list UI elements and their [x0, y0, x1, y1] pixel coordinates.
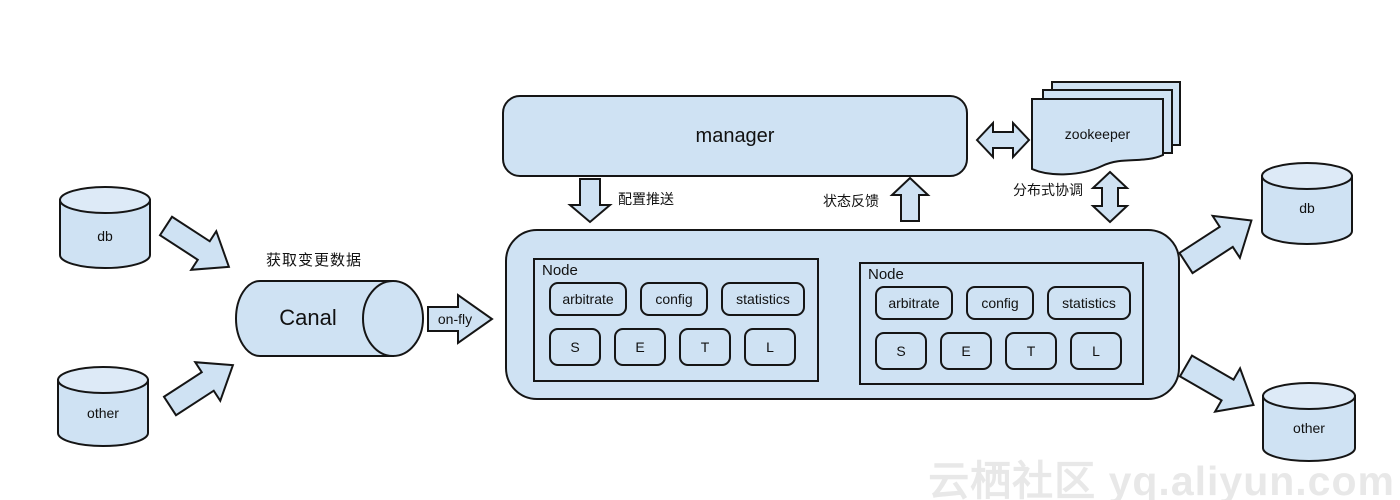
arrow-onfly — [427, 293, 494, 345]
node-1-modules-row: arbitrate config statistics — [549, 282, 805, 316]
node-box-1: Node arbitrate config statistics S E T L — [533, 258, 819, 382]
node-2-modules-row: arbitrate config statistics — [875, 286, 1131, 320]
arrow-manager-zookeeper-double — [975, 120, 1031, 160]
node-2-module-statistics: statistics — [1047, 286, 1131, 320]
node-2-module-config: config — [966, 286, 1034, 320]
capture-change-data-label: 获取变更数据 — [266, 252, 363, 269]
onfly-label: on-fly — [437, 311, 473, 327]
canal-label: Canal — [279, 305, 337, 330]
arrow-db-to-canal — [158, 215, 231, 271]
node-1-module-config: config — [640, 282, 708, 316]
config-push-label: 配置推送 — [618, 191, 674, 207]
zookeeper-label: zookeeper — [1064, 126, 1131, 142]
node-1-module-arbitrate: arbitrate — [549, 282, 627, 316]
arrow-status-feedback-up — [889, 176, 931, 222]
source-other-cylinder — [57, 366, 149, 447]
node-2-stage-l: L — [1070, 332, 1122, 370]
node-1-stage-e: E — [614, 328, 666, 366]
source-db-cylinder — [59, 186, 151, 269]
distributed-coordination-label: 分布式协调 — [1013, 182, 1083, 198]
arrow-zookeeper-container-double — [1090, 170, 1130, 224]
manager-box: manager — [502, 95, 968, 177]
node-1-stage-t: T — [679, 328, 731, 366]
node-1-title: Node — [542, 262, 578, 279]
arrow-config-push-down — [567, 178, 613, 224]
node-2-title: Node — [868, 266, 904, 283]
node-2-stage-t: T — [1005, 332, 1057, 370]
target-db-cylinder — [1261, 162, 1353, 245]
status-feedback-label: 状态反馈 — [823, 193, 879, 209]
arrow-container-to-db — [1178, 214, 1253, 275]
target-other-label: other — [1293, 420, 1325, 436]
source-db-label: db — [97, 228, 113, 244]
node-2-stages-row: S E T L — [875, 332, 1122, 370]
arrow-container-to-other — [1178, 354, 1255, 413]
node-2-stage-e: E — [940, 332, 992, 370]
target-other-cylinder — [1262, 382, 1356, 462]
node-box-2: Node arbitrate config statistics S E T L — [859, 262, 1144, 385]
manager-label: manager — [695, 124, 775, 147]
target-db-label: db — [1299, 200, 1315, 216]
node-1-module-statistics: statistics — [721, 282, 805, 316]
arrow-other-to-canal — [162, 361, 235, 417]
node-2-stage-s: S — [875, 332, 927, 370]
node-1-stage-l: L — [744, 328, 796, 366]
canal-cylinder — [235, 280, 424, 357]
watermark-text: 云栖社区 yq.aliyun.com — [928, 458, 1395, 500]
source-other-label: other — [87, 405, 119, 421]
node-1-stage-s: S — [549, 328, 601, 366]
zookeeper-document-stack — [1031, 81, 1181, 176]
node-2-module-arbitrate: arbitrate — [875, 286, 953, 320]
node-1-stages-row: S E T L — [549, 328, 796, 366]
